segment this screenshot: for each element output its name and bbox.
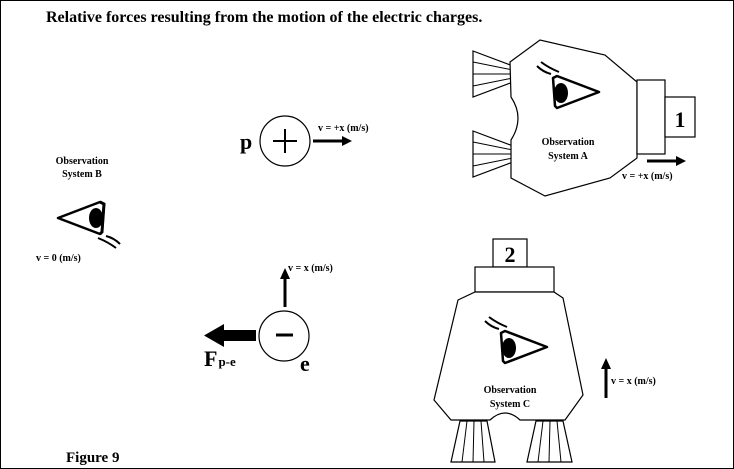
proton: p v = +x (m/s) (240, 115, 369, 167)
system-a-velocity: v = +x (m/s) (622, 171, 673, 182)
electron: e v = x (m/s) Fp-e (204, 263, 333, 376)
system-c-line2: System C (490, 399, 530, 410)
system-a-line2: System A (548, 151, 589, 162)
system-c-line1: Observation (484, 385, 537, 396)
system-a-number-box (664, 96, 696, 138)
eye-icon (484, 316, 549, 365)
proton-letter: p (240, 129, 252, 154)
system-a: 1 Observation System A v = +x (m/s) (472, 39, 696, 197)
system-a-hull (509, 39, 638, 197)
electron-letter: e (300, 351, 310, 376)
observer-b-velocity: v = 0 (m/s) (36, 253, 81, 264)
observer-b: Observation System B v = 0 (m/s) (36, 156, 121, 264)
observer-b-line2: System B (62, 169, 102, 180)
system-c-velocity: v = x (m/s) (611, 376, 656, 387)
thruster-left (450, 420, 496, 463)
force-label: Fp-e (204, 346, 236, 371)
arrow-left-icon (204, 324, 256, 347)
arrow-right-icon (313, 136, 352, 146)
system-a-number: 1 (675, 107, 686, 132)
thruster-right (526, 420, 573, 463)
electron-velocity: v = x (m/s) (288, 263, 333, 274)
plus-sign (273, 129, 297, 153)
eye-icon (536, 61, 601, 110)
arrow-up-icon (280, 268, 290, 307)
eye-icon (56, 200, 121, 249)
thruster-bottom (472, 130, 514, 178)
arrow-right-icon (647, 156, 686, 166)
system-a-nose (636, 79, 666, 155)
thruster-top (472, 50, 514, 98)
proton-velocity: v = +x (m/s) (318, 123, 369, 134)
system-c-number: 2 (505, 242, 516, 267)
system-c-nose (474, 266, 555, 293)
figure-label: Figure 9 (66, 450, 119, 466)
observer-b-line1: Observation (56, 156, 109, 167)
system-c: 2 Observation System C (433, 238, 656, 463)
figure-title: Relative forces resulting from the motio… (46, 9, 482, 26)
system-a-line1: Observation (542, 137, 595, 148)
arrow-up-icon (601, 358, 611, 398)
